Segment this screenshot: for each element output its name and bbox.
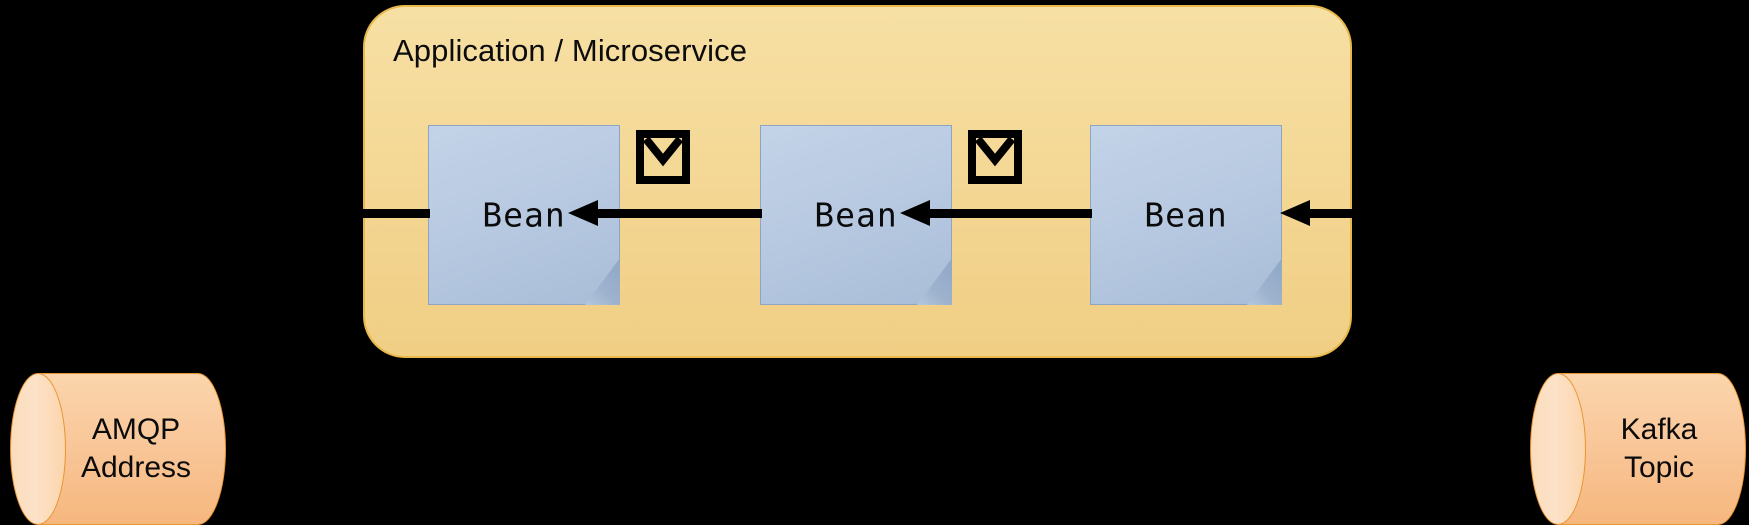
cylinder-body [38,373,226,525]
flow-arrow-bean3-to-bean2 [900,200,1092,226]
flow-arrow-inbound-from-right [1280,200,1460,226]
arrow-shaft [1302,209,1460,218]
kafka-label-line1: Kafka [1620,413,1698,446]
cylinder-cap-icon [1530,373,1586,525]
kafka-topic-cylinder[interactable]: Kafka Topic [1530,373,1746,525]
flow-arrow-outbound-to-left [330,200,430,226]
amqp-label-line2: Address [80,451,192,484]
bean-node-3[interactable]: Bean [1090,125,1282,305]
cylinder-body [1558,373,1746,525]
amqp-label-line1: AMQP [91,413,181,446]
arrow-shaft [922,209,1092,218]
envelope-icon [968,130,1022,184]
kafka-topic-label: Kafka Topic [1582,411,1736,487]
arrow-shaft [590,209,762,218]
cylinder-cap-icon [10,373,66,525]
envelope-icon [636,130,690,184]
amqp-address-label: AMQP Address [50,411,222,487]
bean-label-1: Bean [482,195,566,235]
kafka-label-line2: Topic [1623,451,1695,484]
bean-sheet [1090,125,1282,305]
application-container-title: Application / Microservice [393,33,748,68]
bean-label-3: Bean [1144,195,1228,235]
arrow-shaft [352,209,430,218]
bean-label-2: Bean [814,195,898,235]
flow-arrow-bean2-to-bean1 [568,200,762,226]
amqp-address-cylinder[interactable]: AMQP Address [10,373,226,525]
